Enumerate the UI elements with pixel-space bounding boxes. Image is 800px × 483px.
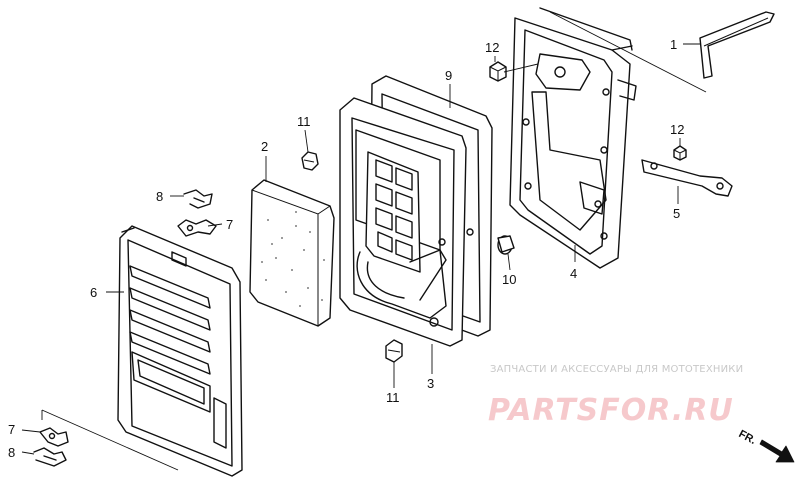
callout-8-middle: 8 [156, 189, 163, 204]
callout-11-upper: 11 [297, 114, 311, 129]
part-1-breather-tube [683, 11, 775, 79]
arrow-down-right-icon [759, 439, 795, 463]
part-4-base-plate [509, 7, 707, 269]
part-10-collar [497, 235, 515, 271]
callout-10: 10 [502, 272, 516, 287]
group-bracket-bottom [41, 409, 179, 471]
part-11-grommet-lower [385, 339, 403, 388]
callout-7-bottom: 7 [8, 422, 15, 437]
callout-7-middle: 7 [226, 217, 233, 232]
callout-5: 5 [673, 206, 680, 221]
part-3-filter-case [339, 97, 474, 374]
callout-6: 6 [90, 285, 97, 300]
part-8-clip-lower [21, 447, 67, 467]
part-7-clip-upper [177, 219, 223, 237]
part-11-grommet-upper [301, 129, 319, 171]
callout-11-lower: 11 [386, 390, 400, 405]
part-12-nut-upper [489, 56, 539, 82]
callout-12-lower: 12 [670, 122, 684, 137]
watermark-subtitle: ЗАПЧАСТИ И АКСЕССУАРЫ ДЛЯ МОТОТЕХНИКИ [490, 364, 743, 375]
part-2-foam-element [249, 156, 335, 327]
callout-3: 3 [427, 376, 434, 391]
callout-8-bottom: 8 [8, 445, 15, 460]
part-6-filter-cover [106, 225, 243, 477]
part-8-clip-upper [170, 189, 213, 209]
callout-4: 4 [570, 266, 577, 281]
callout-1: 1 [670, 37, 677, 52]
front-direction-indicator: FR. [737, 428, 795, 463]
part-12-nut-lower [673, 138, 687, 161]
part-7-clip-lower [21, 427, 69, 447]
watermark-brand: PARTSFOR.RU [488, 393, 734, 428]
callout-9: 9 [445, 68, 452, 83]
callout-12-upper: 12 [485, 40, 499, 55]
part-5-bracket [641, 159, 733, 204]
front-direction-label: FR. [737, 428, 758, 447]
callout-2: 2 [261, 139, 268, 154]
